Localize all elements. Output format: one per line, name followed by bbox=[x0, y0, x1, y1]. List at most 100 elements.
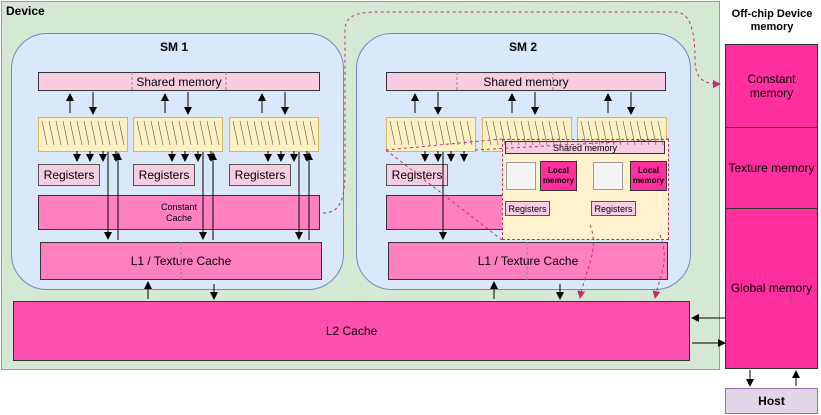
core-hatch-line bbox=[636, 120, 643, 146]
core-hatch-line bbox=[206, 120, 213, 146]
core-hatch-line bbox=[499, 120, 506, 146]
core-hatch-line bbox=[192, 120, 199, 146]
sm1-registers-3: Registers bbox=[229, 164, 291, 186]
core-hatch-line bbox=[615, 120, 622, 146]
core-hatch-line bbox=[601, 120, 608, 146]
core-hatch-line bbox=[41, 120, 48, 146]
core-hatch-line bbox=[150, 120, 157, 146]
core-hatching bbox=[41, 120, 664, 146]
core-hatch-line bbox=[83, 120, 90, 146]
core-hatch-line bbox=[111, 120, 118, 146]
core-hatch-line bbox=[90, 120, 97, 146]
sm2-shared-memory: Shared memory bbox=[386, 72, 666, 91]
core-hatch-line bbox=[253, 120, 260, 146]
core-hatch-line bbox=[185, 120, 192, 146]
core-hatch-line bbox=[143, 120, 150, 146]
core-hatch-line bbox=[410, 120, 417, 146]
core-hatch-line bbox=[396, 120, 403, 146]
core-hatch-line bbox=[97, 120, 104, 146]
core-hatch-line bbox=[629, 120, 636, 146]
core-hatch-line bbox=[657, 120, 664, 146]
core-hatch-line bbox=[213, 120, 220, 146]
core-hatch-line bbox=[594, 120, 601, 146]
zoom-registers-2: Registers bbox=[591, 201, 636, 216]
zoom-local-memory-1: Local memory bbox=[540, 161, 577, 191]
core-hatch-line bbox=[136, 120, 143, 146]
core-hatch-line bbox=[492, 120, 499, 146]
core-hatch-line bbox=[295, 120, 302, 146]
device-memory-column: Constant memory Texture memory Global me… bbox=[725, 44, 818, 369]
sm1-title: SM 1 bbox=[160, 40, 189, 54]
core-hatch-line bbox=[260, 120, 267, 146]
core-hatch-line bbox=[246, 120, 253, 146]
sm1-constant-cache: Constant Cache bbox=[38, 195, 320, 230]
core-hatch-line bbox=[288, 120, 295, 146]
core-hatch-line bbox=[389, 120, 396, 146]
core-hatch-line bbox=[55, 120, 62, 146]
core-hatch-line bbox=[171, 120, 178, 146]
core-hatch-line bbox=[69, 120, 76, 146]
core-hatch-line bbox=[438, 120, 445, 146]
core-hatch-line bbox=[274, 120, 281, 146]
sm1-registers-2: Registers bbox=[133, 164, 195, 186]
core-hatch-line bbox=[608, 120, 615, 146]
core-hatch-line bbox=[157, 120, 164, 146]
core-hatch-line bbox=[445, 120, 452, 146]
offchip-title: Off-chip Device memory bbox=[731, 8, 813, 33]
core-hatch-line bbox=[520, 120, 527, 146]
core-hatch-line bbox=[403, 120, 410, 146]
core-hatch-line bbox=[513, 120, 520, 146]
texture-memory: Texture memory bbox=[726, 127, 817, 209]
core-hatch-line bbox=[580, 120, 587, 146]
core-hatch-line bbox=[178, 120, 185, 146]
zoom-local-memory-2: Local memory bbox=[630, 161, 667, 191]
core-hatch-line bbox=[506, 120, 513, 146]
core-hatch-line bbox=[48, 120, 55, 146]
core-hatch-line bbox=[527, 120, 534, 146]
core-hatch-line bbox=[587, 120, 594, 146]
global-memory: Global memory bbox=[730, 281, 813, 295]
sm1-core-array-2 bbox=[133, 117, 223, 152]
core-hatch-line bbox=[302, 120, 309, 146]
zoom-thread-2 bbox=[593, 162, 623, 190]
core-hatch-line bbox=[643, 120, 650, 146]
sm2-core-array-1 bbox=[386, 117, 476, 152]
core-hatch-line bbox=[232, 120, 239, 146]
core-hatch-line bbox=[239, 120, 246, 146]
host-box: Host bbox=[725, 388, 818, 414]
core-hatch-line bbox=[452, 120, 459, 146]
core-hatch-line bbox=[62, 120, 69, 146]
sm2-registers-1: Registers bbox=[386, 164, 448, 186]
core-hatch-line bbox=[424, 120, 431, 146]
core-hatch-line bbox=[562, 120, 569, 146]
core-hatch-line bbox=[466, 120, 473, 146]
core-hatch-line bbox=[459, 120, 466, 146]
sm2-constant-cache bbox=[386, 195, 506, 230]
sm2-l1-texture-cache: L1 / Texture Cache bbox=[388, 242, 668, 280]
core-hatch-line bbox=[76, 120, 83, 146]
zoom-thread-1 bbox=[506, 162, 536, 190]
core-hatch-line bbox=[281, 120, 288, 146]
sm1-shared-memory: Shared memory bbox=[38, 72, 320, 91]
core-hatch-line bbox=[534, 120, 541, 146]
core-hatch-line bbox=[104, 120, 111, 146]
core-hatch-line bbox=[541, 120, 548, 146]
sm1-registers-1: Registers bbox=[38, 164, 100, 186]
sm1-core-array-3 bbox=[229, 117, 319, 152]
core-hatch-line bbox=[555, 120, 562, 146]
core-hatch-line bbox=[309, 120, 316, 146]
core-hatch-line bbox=[650, 120, 657, 146]
core-hatch-line bbox=[417, 120, 424, 146]
device-title: Device bbox=[6, 4, 45, 18]
core-hatch-line bbox=[485, 120, 492, 146]
core-hatch-line bbox=[118, 120, 125, 146]
constant-memory: Constant memory bbox=[726, 45, 817, 128]
core-hatch-line bbox=[164, 120, 171, 146]
sm2-title: SM 2 bbox=[509, 40, 538, 54]
core-hatch-line bbox=[548, 120, 555, 146]
sm1-core-array-1 bbox=[38, 117, 128, 152]
l2-cache: L2 Cache bbox=[13, 301, 690, 361]
core-hatch-line bbox=[267, 120, 274, 146]
core-hatch-line bbox=[431, 120, 438, 146]
